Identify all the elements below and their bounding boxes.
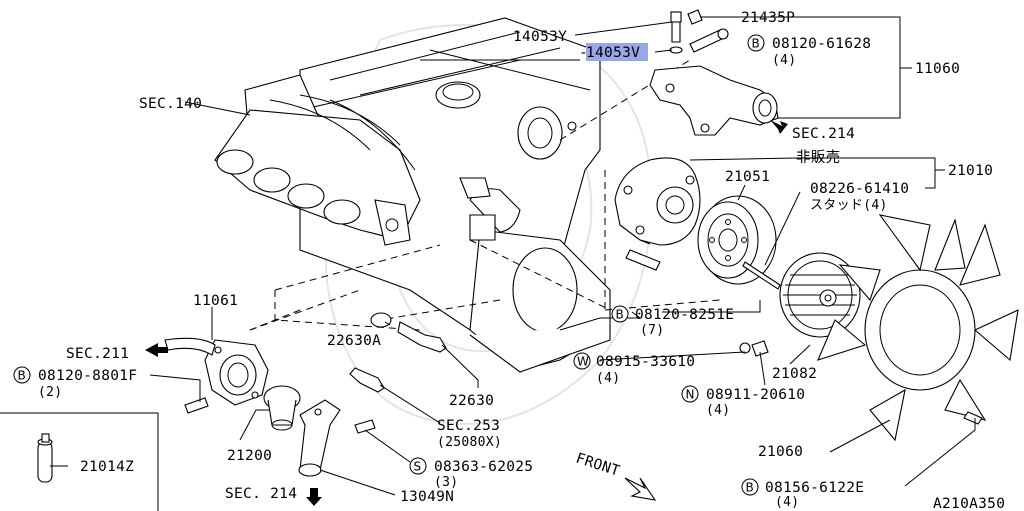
label-22630: 22630 [449, 393, 494, 409]
svg-text:-: - [579, 45, 588, 61]
label-21200: 21200 [227, 448, 272, 464]
label-front: FRONT [574, 451, 622, 480]
diagram-id: A210A350 [933, 496, 1005, 511]
label-sec211: SEC.211 [66, 346, 129, 362]
label-08156-6122e: 08156-6122E [765, 480, 864, 496]
thermostat [263, 385, 301, 431]
label-21082: 21082 [772, 366, 817, 382]
svg-text:N: N [686, 388, 695, 402]
arrow-sec214-top [770, 120, 788, 134]
label-08120-8251e: 08120-8251E [635, 307, 734, 323]
label-hibaihin: 非販売 [796, 149, 840, 166]
label-08120-61628: 08120-61628 [772, 36, 871, 52]
label-21010: 21010 [948, 163, 993, 179]
svg-text:(3): (3) [434, 475, 458, 490]
label-08911-20610: 08911-20610 [706, 387, 805, 403]
guide-lines [249, 59, 721, 331]
stud [742, 261, 781, 290]
label-stud: スタッド(4) [810, 198, 888, 213]
intake-manifold [214, 74, 496, 246]
label-08363-62025: 08363-62025 [434, 459, 533, 475]
label-sec214-bottom: SEC. 214 [225, 486, 297, 502]
svg-text:W: W [577, 355, 589, 369]
water-pump [614, 157, 701, 271]
label-11061: 11061 [193, 293, 238, 309]
svg-text:(7): (7) [640, 323, 664, 338]
svg-text:B: B [746, 481, 754, 495]
arrow-sec214-bottom [306, 488, 322, 506]
svg-text:(2): (2) [38, 385, 62, 400]
label-sec253: SEC.253 [437, 418, 500, 434]
leader-lines [50, 16, 976, 496]
label-13049n: 13049N [400, 489, 454, 505]
label-08226-61410: 08226-61410 [810, 181, 909, 197]
o-ring-sensor [349, 312, 447, 393]
label-sec140: SEC.140 [139, 96, 202, 112]
svg-text:B: B [616, 308, 624, 322]
washer-nut [739, 340, 769, 357]
thermostat-housing [145, 337, 269, 414]
label-21051: 21051 [725, 169, 770, 185]
svg-text:S: S [414, 460, 422, 474]
label-22630a: 22630A [327, 333, 381, 349]
svg-text:(4): (4) [775, 495, 799, 510]
inset-box [0, 412, 159, 511]
label-14053y: 14053Y [513, 29, 567, 45]
label-14053v: 14053V [586, 45, 640, 61]
water-pump-pulley [697, 195, 777, 285]
fan-clutch [779, 252, 861, 338]
label-21014z: 21014Z [80, 459, 134, 475]
front-arrow [624, 477, 657, 501]
svg-text:(4): (4) [706, 403, 730, 418]
label-sec253-sub: (25080X) [437, 435, 502, 450]
highlight-14053v [586, 43, 648, 61]
label-21435p: 21435P [741, 10, 795, 26]
arrow-sec211 [145, 343, 168, 357]
label-08120-8801f: 08120-8801F [38, 368, 137, 384]
label-sec214-top: SEC.214 [792, 126, 855, 142]
label-21060: 21060 [758, 444, 803, 460]
svg-text:(4): (4) [772, 53, 796, 68]
water-inlet [298, 399, 376, 506]
label-11060: 11060 [915, 61, 960, 77]
cooling-fan [817, 214, 1019, 442]
svg-text:B: B [18, 369, 26, 383]
water-outlet-housing [649, 9, 788, 136]
svg-text:B: B [752, 37, 760, 51]
label-08915-33610: 08915-33610 [596, 354, 695, 370]
svg-text:(4): (4) [596, 371, 620, 386]
